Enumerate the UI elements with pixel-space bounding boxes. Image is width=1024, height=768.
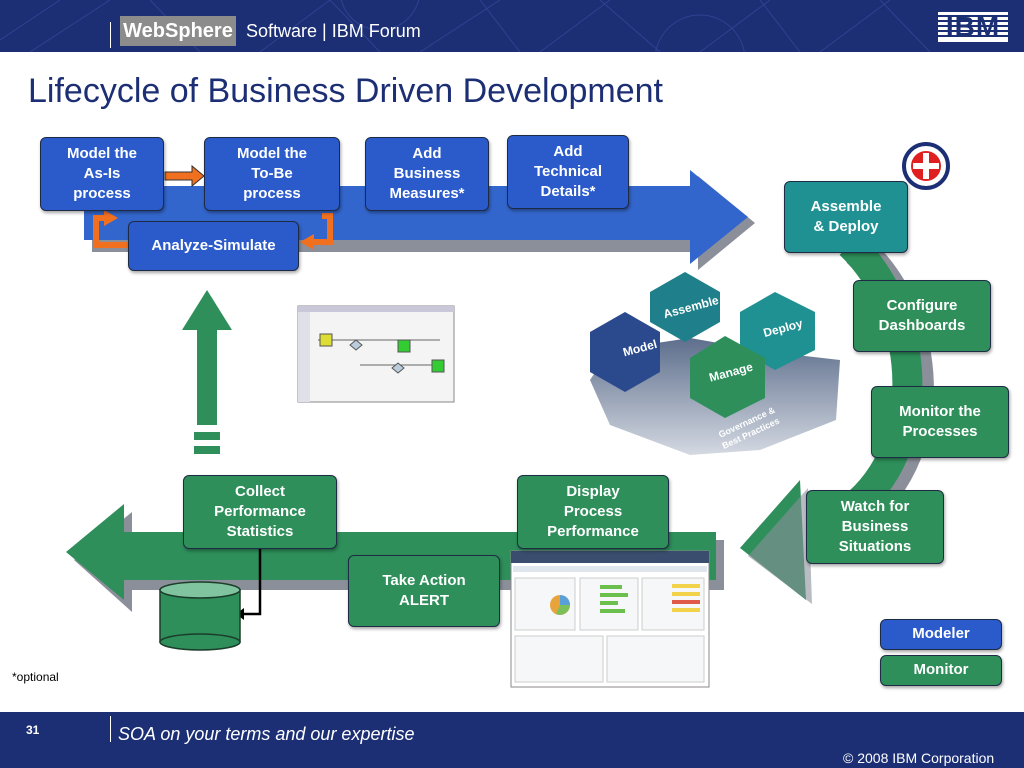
feedback-arrow-dash-1 [194, 432, 220, 440]
footer-tagline: SOA on your terms and our expertise [118, 724, 415, 744]
red-cross-target-icon [902, 142, 950, 190]
hex-assemble [650, 272, 720, 342]
page-number: 31 [26, 723, 40, 737]
to-be-to-analyze-head [300, 234, 314, 250]
hex-manage [690, 336, 765, 418]
analyze-to-as-is-arrow [93, 215, 128, 248]
feedback-arrow-dash-2 [194, 446, 220, 454]
feedback-up-arrow [182, 290, 232, 425]
process-model-screenshot [297, 305, 455, 403]
assemble-deploy-box: Assemble & Deploy [784, 181, 908, 253]
take-action-alert-box: Take Action ALERT [348, 555, 500, 627]
model-as-is-box: Model the As-Is process [40, 137, 164, 211]
footer-bar [0, 712, 1024, 768]
analyze-simulate-box: Analyze-Simulate [128, 221, 299, 271]
ibm-logo-text: IBM [945, 11, 1001, 42]
display-process-performance-box: Display Process Performance [517, 475, 669, 549]
header-subtitle: Software | IBM Forum [246, 21, 421, 41]
hex-model [590, 312, 660, 392]
add-business-measures-box: Add Business Measures* [365, 137, 489, 211]
model-to-be-box: Model the To-Be process [204, 137, 340, 211]
stats-to-database-connector [240, 548, 262, 616]
configure-dashboards-box: Configure Dashboards [853, 280, 991, 352]
header-bar: WebSphere Software | IBM Forum IBM IBM [0, 0, 1024, 52]
footer-divider [110, 716, 111, 742]
footnote: *optional [12, 670, 59, 684]
hex-deploy [740, 292, 815, 370]
legend-monitor: Monitor [880, 655, 1002, 686]
header-divider [110, 22, 111, 48]
ibm-logo: IBM [938, 12, 1008, 42]
lifecycle-hexagon-cluster: Assemble Deploy Model Manage Governance … [590, 272, 840, 455]
as-is-to-to-be-arrow [164, 164, 205, 188]
websphere-logo: WebSphere [120, 16, 236, 46]
dashboard-screenshot [510, 550, 710, 688]
deploy-arc-head-shadow [748, 488, 812, 604]
database-cylinder-icon [159, 581, 241, 651]
to-be-to-analyze-arrow [312, 213, 333, 245]
monitor-processes-box: Monitor the Processes [871, 386, 1009, 458]
analyze-to-as-is-head [104, 210, 118, 226]
legend-modeler: Modeler [880, 619, 1002, 650]
lifecycle-diagram: Assemble Deploy Model Manage Governance … [66, 142, 950, 688]
add-technical-details-box: Add Technical Details* [507, 135, 629, 209]
collect-performance-statistics-box: Collect Performance Statistics [183, 475, 337, 549]
deploy-arc [835, 233, 923, 527]
watch-business-situations-box: Watch for Business Situations [806, 490, 944, 564]
copyright: © 2008 IBM Corporation [843, 750, 995, 766]
page-title: Lifecycle of Business Driven Development [28, 72, 663, 110]
